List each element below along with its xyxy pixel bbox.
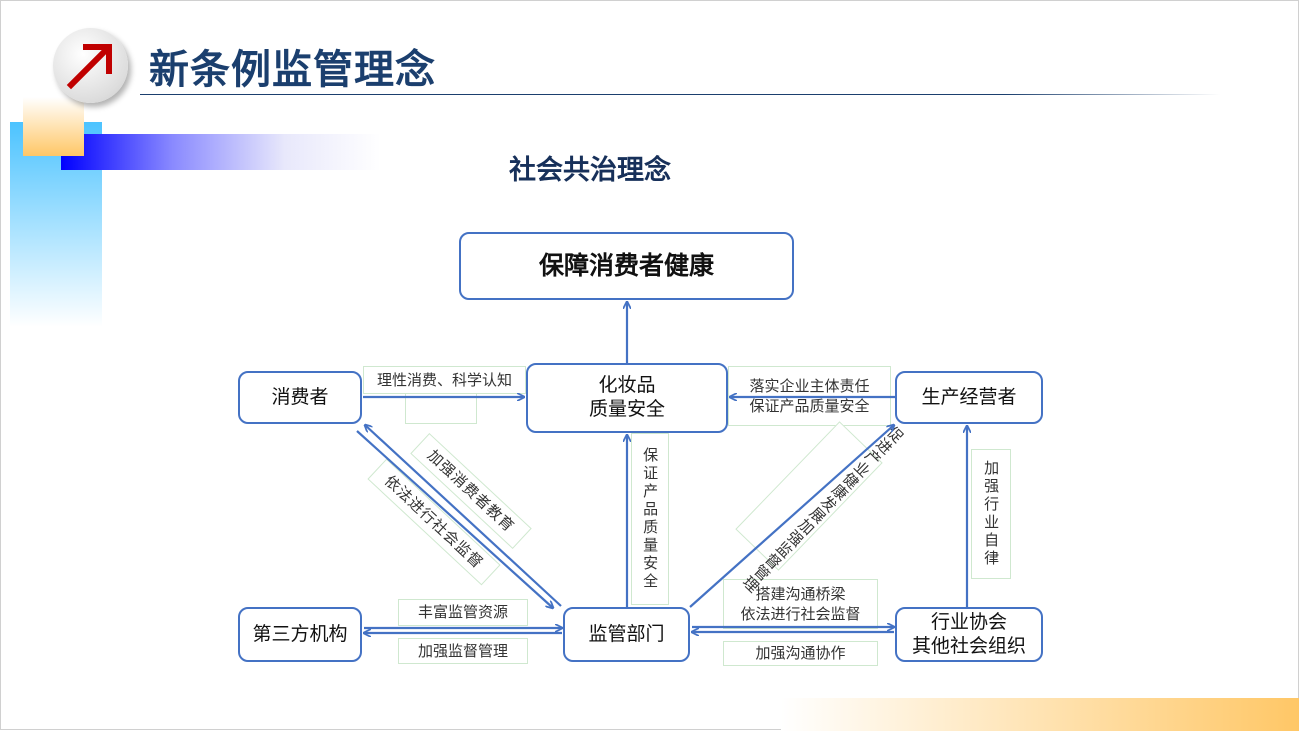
arrow-regulator-to-consumer bbox=[365, 425, 562, 607]
arrow-regulator-to-producer bbox=[689, 425, 894, 608]
node-quality: 化妆品 质量安全 bbox=[526, 363, 728, 433]
node-producer: 生产经营者 bbox=[895, 371, 1043, 424]
decor-gradient-bar bbox=[61, 134, 381, 170]
page-title: 新条例监管理念 bbox=[149, 47, 436, 93]
label-line: 依法进行社会监督 bbox=[740, 605, 861, 623]
label-assoc-to-producer: 加强行业自律 bbox=[971, 449, 1011, 579]
label-regulator-assoc: 加强沟通协作 bbox=[723, 641, 878, 666]
arrow-up-right-icon bbox=[53, 28, 128, 103]
node-association: 行业协会 其他社会组织 bbox=[895, 607, 1043, 662]
label-consumer-to-quality: 理性消费、科学认知 bbox=[363, 366, 526, 394]
node-line: 其他社会组织 bbox=[911, 634, 1026, 657]
node-regulator: 监管部门 bbox=[563, 607, 690, 662]
node-line: 化妆品 bbox=[598, 374, 656, 397]
node-line: 质量安全 bbox=[588, 398, 665, 420]
label-empty-box bbox=[405, 394, 477, 424]
title-divider bbox=[140, 94, 1220, 95]
node-third-party: 第三方机构 bbox=[238, 607, 362, 662]
label-line: 搭建沟通桥梁 bbox=[755, 584, 846, 603]
label-line: 保证产品质量安全 bbox=[749, 397, 870, 415]
node-consumer: 消费者 bbox=[238, 371, 362, 424]
label-regulator-to-quality: 保证产品质量安全 bbox=[631, 433, 669, 605]
node-goal: 保障消费者健康 bbox=[459, 232, 794, 300]
label-third-to-regulator: 丰富监管资源 bbox=[398, 599, 528, 626]
diagram-subtitle: 社会共治理念 bbox=[509, 155, 671, 186]
decor-orange-square bbox=[23, 97, 84, 156]
label-line: 落实企业主体责任 bbox=[749, 376, 870, 395]
decor-footer-bar bbox=[781, 698, 1299, 731]
label-regulator-to-third: 加强监督管理 bbox=[398, 638, 528, 664]
arrow-consumer-to-regulator bbox=[356, 430, 553, 608]
label-assoc-regulator: 搭建沟通桥梁 依法进行社会监督 bbox=[723, 579, 878, 629]
node-line: 行业协会 bbox=[930, 610, 1007, 633]
